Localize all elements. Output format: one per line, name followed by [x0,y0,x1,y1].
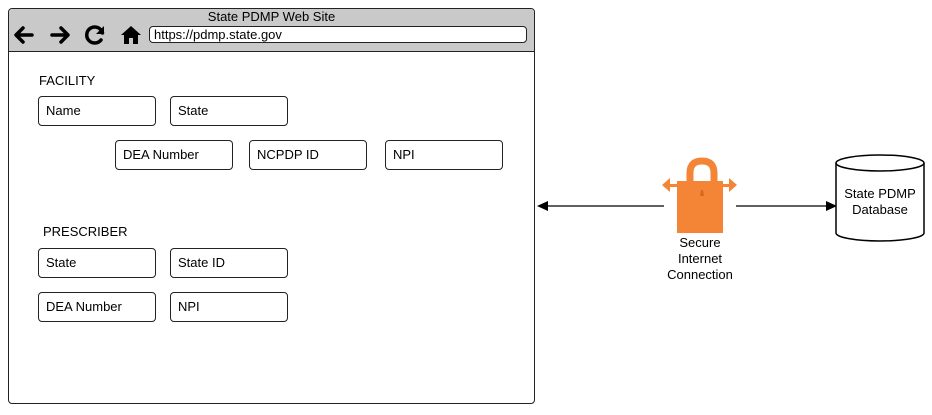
arrow-to-database [736,201,837,211]
facility-npi-field[interactable]: NPI [385,140,503,170]
reload-icon[interactable] [83,23,107,47]
connection-label-line2: Internet [677,251,723,266]
arrow-to-browser [537,201,664,211]
address-bar[interactable]: https://pdmp.state.gov [149,26,527,43]
database-label-line1: State PDMP [844,186,916,201]
padlock-icon [662,157,737,233]
back-arrow-icon[interactable] [11,23,35,47]
facility-state-field[interactable]: State [170,96,288,126]
prescriber-heading: PRESCRIBER [43,224,128,239]
window-title: State PDMP Web Site [207,9,336,24]
database-label: State PDMP Database [830,186,930,218]
facility-heading: FACILITY [39,73,96,88]
connection-label-line1: Secure [679,235,721,250]
facility-dea-number-field[interactable]: DEA Number [115,140,233,170]
prescriber-state-id-field[interactable]: State ID [170,248,288,278]
facility-ncpdp-id-field[interactable]: NCPDP ID [249,140,367,170]
database-cylinder [835,154,925,242]
database-label-line2: Database [852,202,908,217]
forward-arrow-icon[interactable] [49,23,73,47]
browser-toolbar: State PDMP Web Site https://pdmp.state.g… [9,9,534,52]
connection-label: Secure Internet Connection [650,235,750,283]
browser-window: State PDMP Web Site https://pdmp.state.g… [8,8,535,404]
home-icon[interactable] [119,23,143,47]
prescriber-state-field[interactable]: State [38,248,156,278]
prescriber-dea-number-field[interactable]: DEA Number [38,292,156,322]
facility-name-field[interactable]: Name [38,96,156,126]
prescriber-npi-field[interactable]: NPI [170,292,288,322]
connection-label-line3: Connection [667,267,733,282]
